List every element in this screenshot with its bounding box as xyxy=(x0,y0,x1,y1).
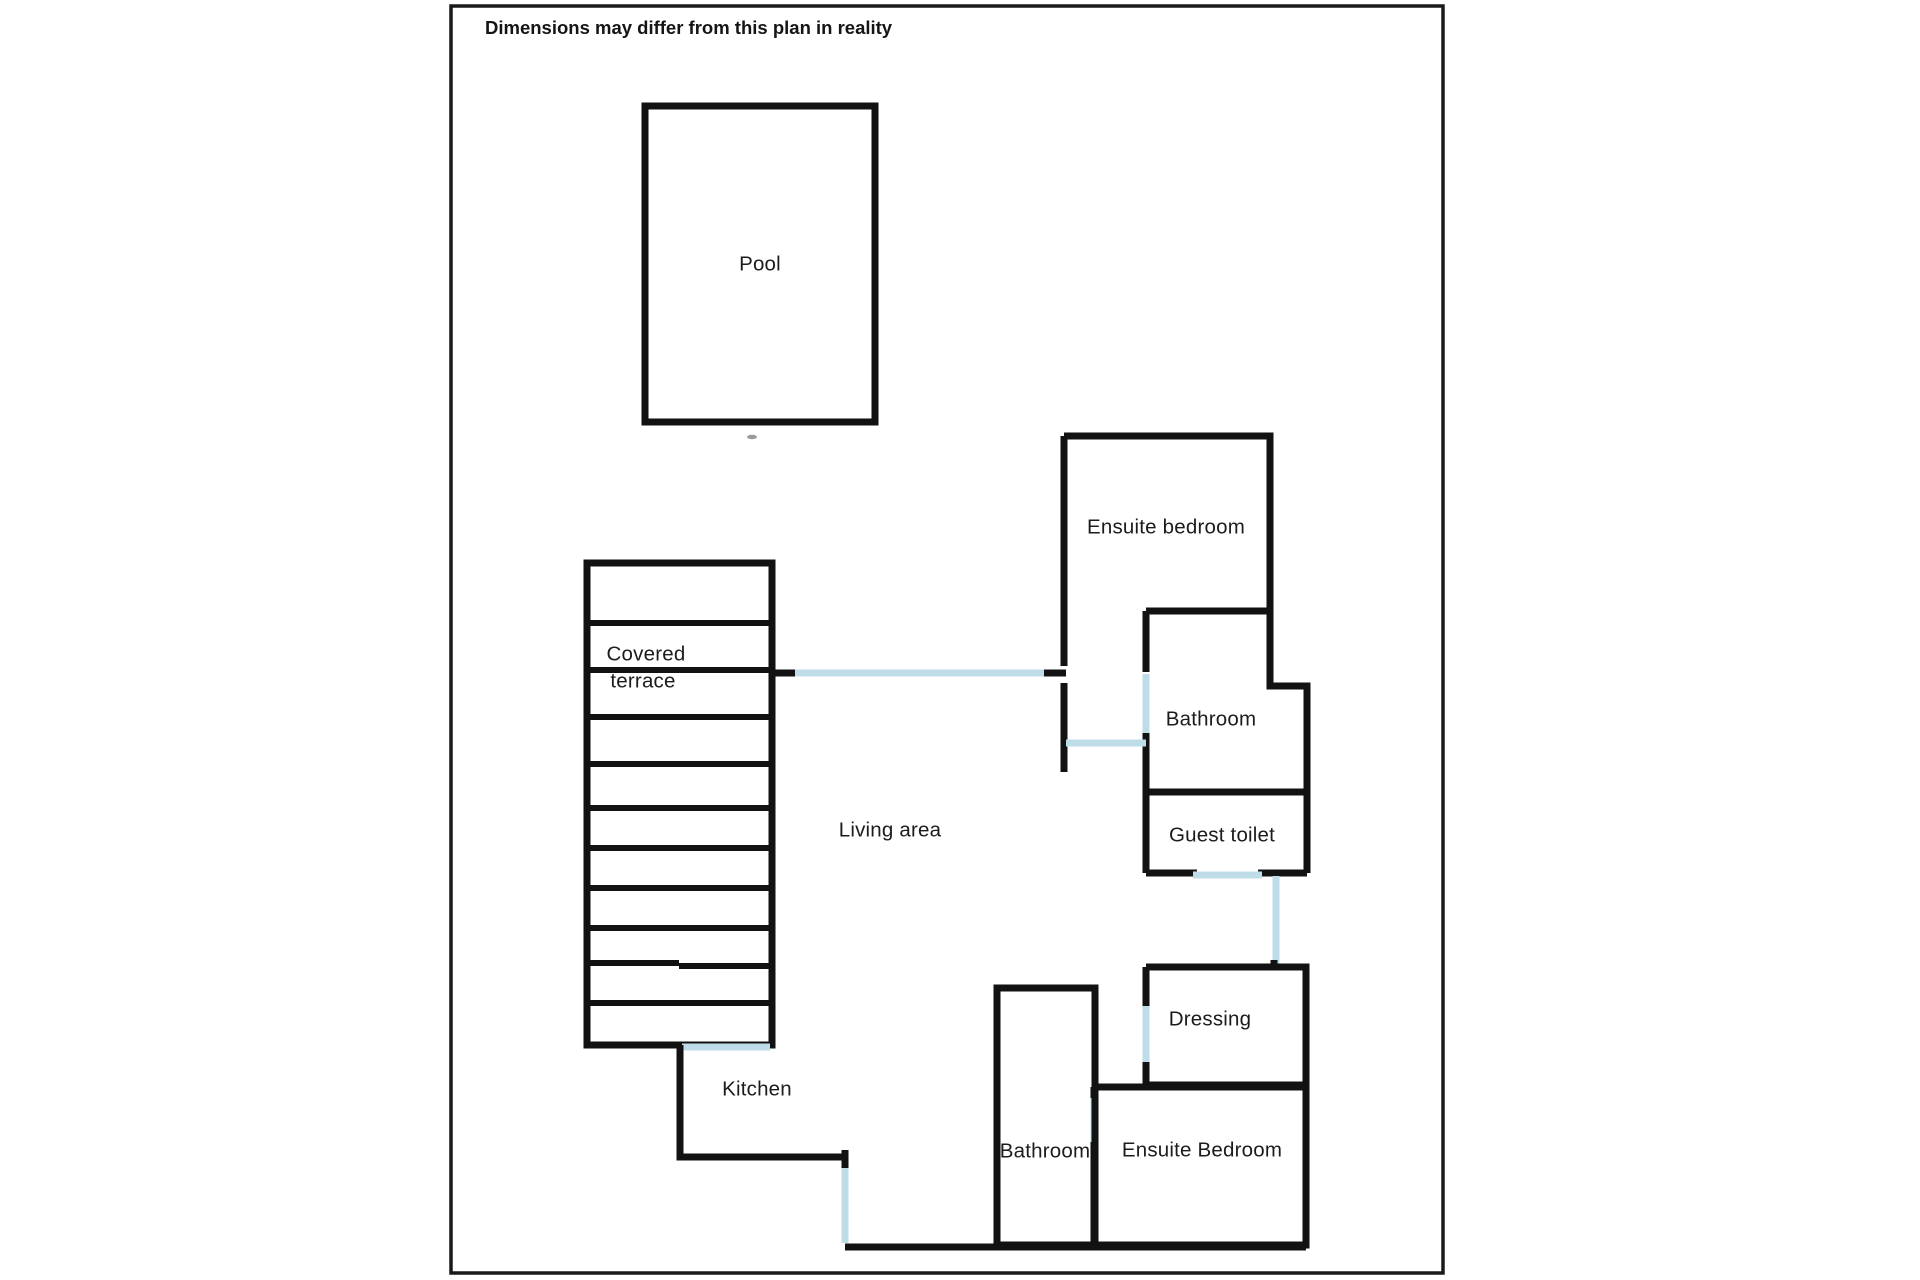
bathroom-top-right-wall xyxy=(1266,611,1311,792)
room-label-bathroom-top: Bathroom xyxy=(1166,707,1256,730)
room-label-living-area: Living area xyxy=(839,818,942,841)
ensuite-bedroom-top-outline xyxy=(1060,432,1274,625)
pool-outline xyxy=(641,102,879,426)
room-guest-toilet xyxy=(1142,792,1311,877)
room-label-dressing: Dressing xyxy=(1169,1007,1252,1030)
room-label-kitchen: Kitchen xyxy=(722,1077,792,1100)
room-label-ensuite-bedroom-top: Ensuite bedroom xyxy=(1087,515,1245,538)
room-label-guest-toilet: Guest toilet xyxy=(1169,823,1275,846)
room-pool xyxy=(641,102,879,426)
kitchen-walls xyxy=(676,1045,845,1161)
room-label-covered-terrace-line1: Covered xyxy=(607,642,686,665)
room-covered-terrace xyxy=(583,559,776,1049)
terrace-outline xyxy=(583,559,776,1049)
room-ensuite-bedroom-top xyxy=(1060,432,1274,625)
room-label-pool: Pool xyxy=(739,252,781,275)
sheet-border xyxy=(449,4,1445,1275)
room-label-ensuite-bedroom-bottom: Ensuite Bedroom xyxy=(1122,1138,1282,1161)
plan-disclaimer-note: Dimensions may differ from this plan in … xyxy=(485,17,893,38)
room-label-bathroom-bottom: Bathroom xyxy=(1000,1139,1090,1162)
room-label-covered-terrace-line2: terrace xyxy=(610,669,675,692)
room-kitchen xyxy=(676,1045,845,1161)
guest-toilet-outline xyxy=(1142,792,1311,873)
stray-mark xyxy=(747,434,757,440)
